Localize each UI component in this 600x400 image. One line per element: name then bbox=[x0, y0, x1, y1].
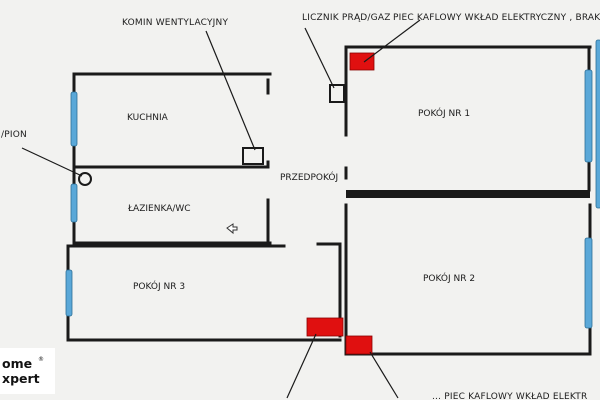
leader-licznik bbox=[304, 27, 335, 89]
leader-piec-pokoj3 bbox=[286, 333, 317, 399]
room-przedpokoj: PRZEDPOKÓJ bbox=[280, 171, 338, 183]
label-piec-top: PIEC KAFLOWY WKŁAD ELEKTRYCZNY , BRAK K bbox=[393, 13, 600, 23]
riser-circle bbox=[78, 172, 92, 186]
window-lazienka bbox=[70, 183, 78, 223]
room-lazienka: ŁAZIENKA/WC bbox=[127, 204, 191, 214]
logo-line1: ome bbox=[2, 356, 33, 371]
window-pokoj2 bbox=[584, 237, 593, 329]
wall-between-pokoj1-pokoj2 bbox=[346, 190, 590, 198]
room-pokoj1: POKÓJ NR 1 bbox=[418, 107, 470, 119]
leader-komin bbox=[205, 30, 256, 151]
logo-registered-mark: ® bbox=[38, 356, 44, 363]
window-kuchnia bbox=[70, 91, 78, 147]
room-pokoj2: POKÓJ NR 2 bbox=[423, 272, 475, 284]
leader-piec bbox=[363, 19, 421, 63]
window-pokoj1 bbox=[584, 69, 593, 163]
heaters bbox=[306, 52, 375, 355]
heater-pokoj1 bbox=[349, 52, 375, 71]
windows bbox=[65, 39, 600, 329]
leader-pion bbox=[21, 147, 83, 177]
heater-pokoj3 bbox=[306, 317, 344, 337]
label-pion: /PION bbox=[1, 130, 27, 140]
logo-line2: xpert bbox=[2, 371, 40, 386]
meter-box bbox=[329, 84, 345, 103]
heater-pokoj2 bbox=[345, 335, 373, 355]
wall-kuchnia-lazienka bbox=[72, 160, 270, 169]
leader-piec-pokoj2 bbox=[369, 351, 399, 399]
leader-lines bbox=[21, 19, 421, 399]
room-pokoj3: POKÓJ NR 3 bbox=[133, 280, 185, 292]
cursor-icon bbox=[226, 223, 238, 235]
label-komin: KOMIN WENTYLACYJNY bbox=[122, 18, 228, 28]
window-pokoj3 bbox=[65, 269, 73, 317]
logo: ome ® xpert bbox=[0, 348, 55, 394]
label-licznik: LICZNIK PRĄD/GAZ bbox=[302, 13, 391, 23]
window-right-edge bbox=[595, 39, 600, 209]
room-kuchnia: KUCHNIA bbox=[127, 113, 169, 123]
chimney-box bbox=[242, 147, 264, 165]
label-bottom-partial: ... PIEC KAFLOWY WKŁAD ELEKTR bbox=[432, 392, 587, 400]
